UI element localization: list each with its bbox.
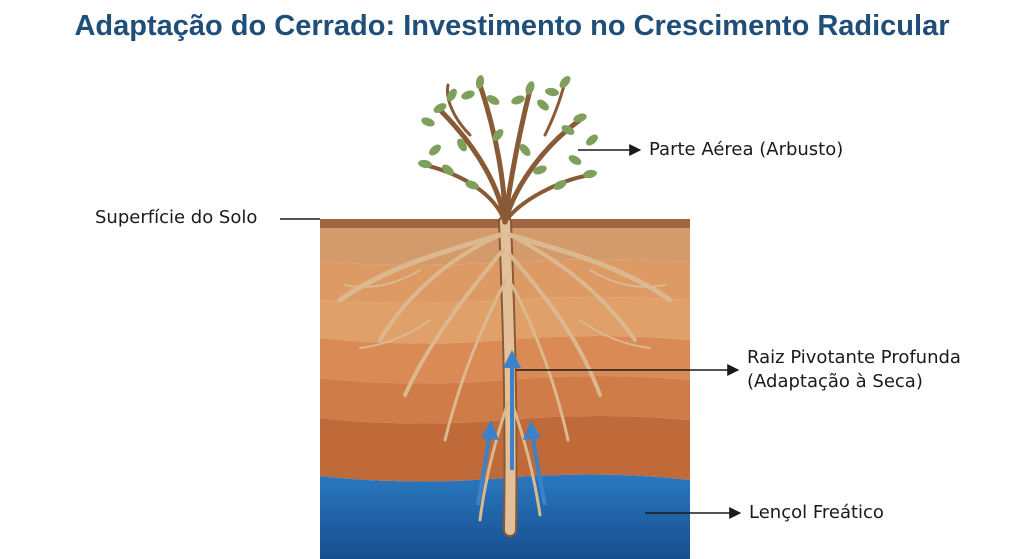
water-flow-arrow-icon (476, 350, 547, 506)
leader-lines (280, 144, 742, 519)
taproot-label: Raiz Pivotante Profunda (Adaptação à Sec… (747, 346, 961, 394)
leaf-icon (418, 75, 598, 190)
taproot-label-line2: (Adaptação à Seca) (747, 371, 923, 392)
diagram-title: Adaptação do Cerrado: Investimento no Cr… (74, 10, 950, 42)
lateral-roots (337, 232, 673, 522)
shrub-branches (423, 80, 592, 225)
root-system (498, 215, 518, 537)
aerial-part-label: Parte Aérea (Arbusto) (649, 139, 844, 160)
soil-surface-label: Superfície do Solo (95, 207, 258, 228)
water-table-label: Lençol Freático (749, 502, 884, 523)
taproot-label-line1: Raiz Pivotante Profunda (747, 347, 961, 368)
